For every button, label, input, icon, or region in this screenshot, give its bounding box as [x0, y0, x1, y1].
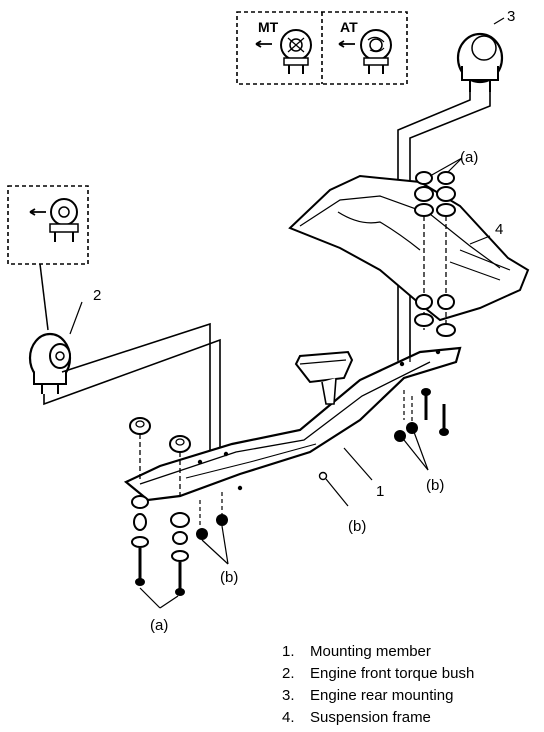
- mt-mount-symbol: [280, 29, 312, 74]
- legend-item: 4. Suspension frame: [282, 707, 542, 729]
- parts-legend: 1. Mounting member 2. Engine front torqu…: [282, 641, 542, 729]
- front-nuts: [196, 492, 228, 540]
- legend-item-text: Suspension frame: [310, 709, 431, 726]
- legend-item: 1. Mounting member: [282, 641, 542, 663]
- legend-item-number: 1.: [282, 643, 295, 660]
- legend-item-text: Engine rear mounting: [310, 687, 454, 704]
- leader-lines: [69, 17, 505, 609]
- center-nut: [318, 471, 349, 507]
- suspension-frame: [288, 174, 530, 322]
- front-bolts: [135, 548, 185, 596]
- engine-front-torque-bush: [28, 322, 221, 456]
- callout-2: 2: [93, 287, 101, 304]
- callout-a-bottom: (a): [150, 617, 168, 634]
- legend-item-number: 2.: [282, 665, 295, 682]
- mt-label: MT: [258, 19, 279, 35]
- callout-1: 1: [376, 483, 384, 500]
- rear-mount-variants-inset: MT AT: [236, 11, 408, 85]
- rear-bolts-nuts: [394, 388, 449, 442]
- callout-a-top: (a): [460, 149, 478, 166]
- front-bush-inset: [7, 185, 89, 331]
- legend-item-text: Mounting member: [310, 643, 431, 660]
- callout-b-left: (b): [220, 569, 238, 586]
- callout-b-right: (b): [426, 477, 444, 494]
- legend-item-text: Engine front torque bush: [310, 665, 475, 682]
- front-bushing-stack: [129, 417, 191, 562]
- front-bush-symbol: [49, 198, 79, 242]
- legend-item: 3. Engine rear mounting: [282, 685, 542, 707]
- mounting-member: [123, 340, 462, 502]
- at-mount-symbol: [360, 29, 392, 74]
- at-label: AT: [340, 19, 358, 35]
- callout-3: 3: [507, 8, 515, 25]
- rear-bushing-stack: [414, 171, 456, 337]
- legend-item: 2. Engine front torque bush: [282, 663, 542, 685]
- callout-4: 4: [495, 221, 503, 238]
- callout-b-center: (b): [348, 518, 366, 535]
- legend-item-number: 4.: [282, 709, 295, 726]
- legend-item-number: 3.: [282, 687, 295, 704]
